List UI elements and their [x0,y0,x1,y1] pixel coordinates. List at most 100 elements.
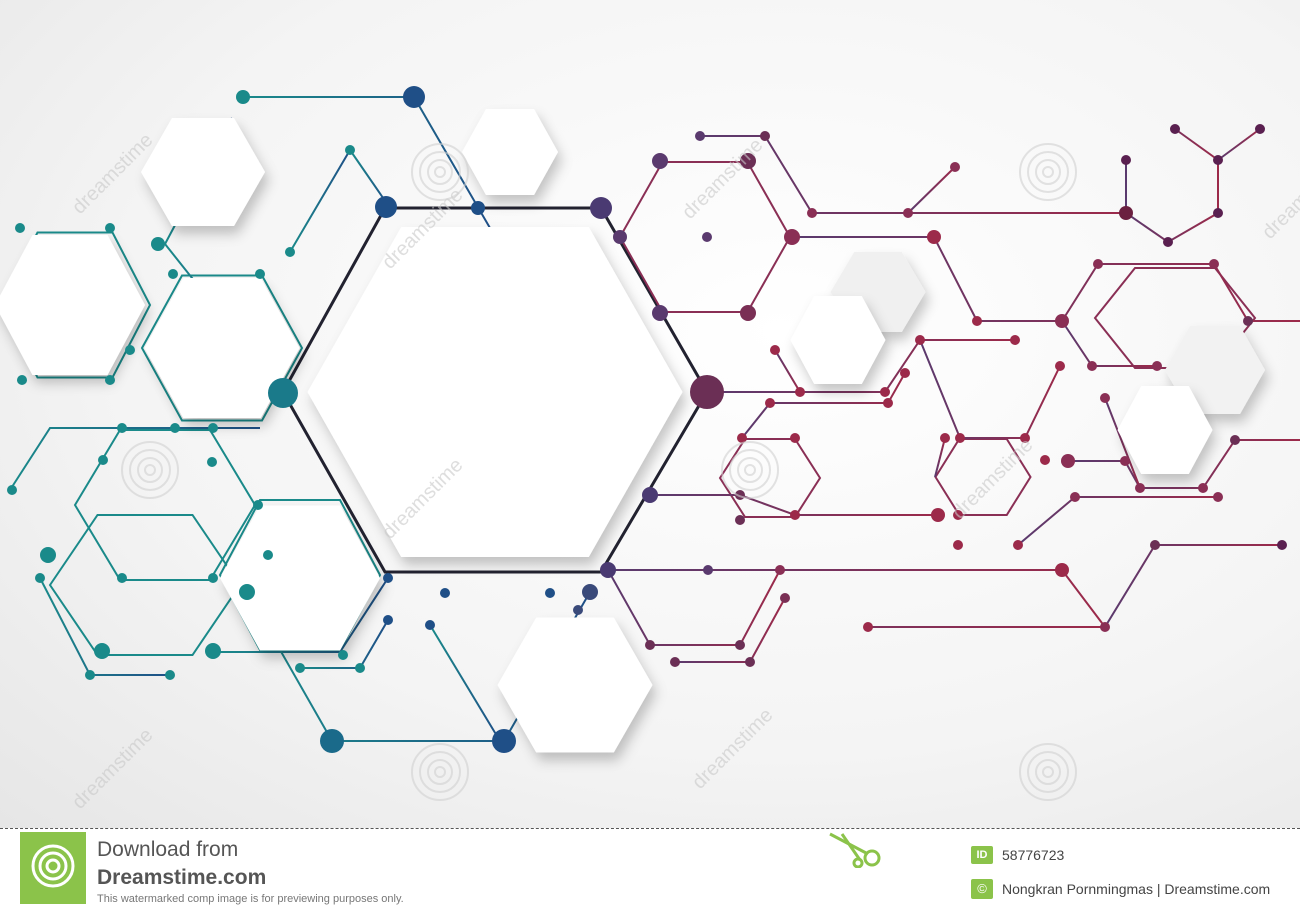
network-node-dot [1213,492,1223,502]
network-node-dot [1243,316,1253,326]
network-node-dot [903,208,913,218]
network-node-dot [1061,454,1075,468]
network-node-dot [745,657,755,667]
network-node-dot [383,573,393,583]
id-badge: ID [971,846,993,864]
network-node-dot [737,433,747,443]
network-node-dot [915,335,925,345]
image-id: 58776723 [1002,847,1065,863]
watermark-spiral-icon [1035,159,1061,185]
network-node-dot [883,398,893,408]
network-node-dot [1093,259,1103,269]
network-node-dot [695,131,705,141]
network-node-dot [1135,483,1145,493]
watermark-text: dreamstime [68,724,157,813]
network-node-dot [165,670,175,680]
network-node-dot [40,547,56,563]
scissors-icon [828,830,888,869]
network-node-dot [170,423,180,433]
connector-line [907,166,956,214]
network-node-dot [168,269,178,279]
network-node-dot [94,643,110,659]
network-node-dot [117,573,127,583]
connector-line [1061,320,1157,367]
network-node-dot [208,573,218,583]
network-node-dot [105,223,115,233]
teal-hex-outline [140,274,304,422]
connector-line [9,427,260,491]
network-node-dot [98,455,108,465]
network-node-dot [760,131,770,141]
network-node-dot [1119,206,1133,220]
connector-line [608,569,1108,628]
watermark-spiral-icon [1042,766,1054,778]
cut-line-divider [0,828,1300,829]
network-node-dot [735,640,745,650]
network-node-dot [613,230,627,244]
network-node-dot [573,605,583,615]
white-hexagon-tile [1117,386,1213,474]
watermark-spiral-icon [427,159,453,185]
connector-line [700,135,1126,214]
white-hexagon-tile [0,235,145,375]
watermark-text: dreamstime [1258,154,1300,243]
network-node-dot [471,201,485,215]
network-node-dot [295,663,305,673]
network-node-dot [1163,237,1173,247]
connector-line [934,437,946,478]
network-node-dot [355,663,365,673]
network-node-dot [151,237,165,251]
network-node-dot [403,86,425,108]
network-node-dot [236,90,250,104]
white-hexagon-tile [144,278,300,418]
network-node-dot [1055,361,1065,371]
network-node-dot [425,620,435,630]
network-node-dot [645,640,655,650]
network-node-dot [207,457,217,467]
network-node-dot [927,230,941,244]
network-node-dot [1013,540,1023,550]
network-node-dot [117,423,127,433]
network-node-dot [784,229,800,245]
network-node-dot [953,540,963,550]
network-node-dot [1213,208,1223,218]
teal-hex-outline [0,231,152,379]
connector-line [289,149,351,253]
preview-disclaimer: This watermarked comp image is for previ… [97,893,404,905]
watermark-spiral-icon [137,457,163,483]
watermark-spiral-icon [419,151,461,193]
connector-line [1017,496,1218,546]
connector-line [774,349,801,393]
network-node-dot [780,593,790,603]
network-node-dot [1020,433,1030,443]
network-node-dot [7,485,17,495]
copyright-icon: © [971,879,993,899]
network-node-dot [770,345,780,355]
network-node-dot [383,615,393,625]
network-node-dot [795,387,805,397]
watermark-spiral-icon [1027,151,1069,193]
connector-line [1125,128,1219,244]
network-node-dot [1277,540,1287,550]
watermark-spiral-icon [737,457,763,483]
network-node-dot [642,487,658,503]
watermark-spiral-icon [419,751,461,793]
network-node-dot [338,650,348,660]
connector-line [741,372,906,439]
network-node-dot [1010,335,1020,345]
network-node-dot [972,316,982,326]
network-node-dot [15,223,25,233]
network-node-dot [545,588,555,598]
network-node-dot [1230,435,1240,445]
network-node-dot [239,584,255,600]
watermark-spiral-icon [721,441,779,499]
connector-line [1104,544,1282,628]
network-node-dot [765,398,775,408]
crimson-hex-outline [1093,267,1257,369]
network-node-dot [790,433,800,443]
network-node-dot [1100,622,1110,632]
molecular-hexagon-graphic: dreamstimedreamstimedreamstimedreamstime… [0,86,1300,814]
network-node-dot [1121,155,1131,165]
network-node-dot [1055,314,1069,328]
